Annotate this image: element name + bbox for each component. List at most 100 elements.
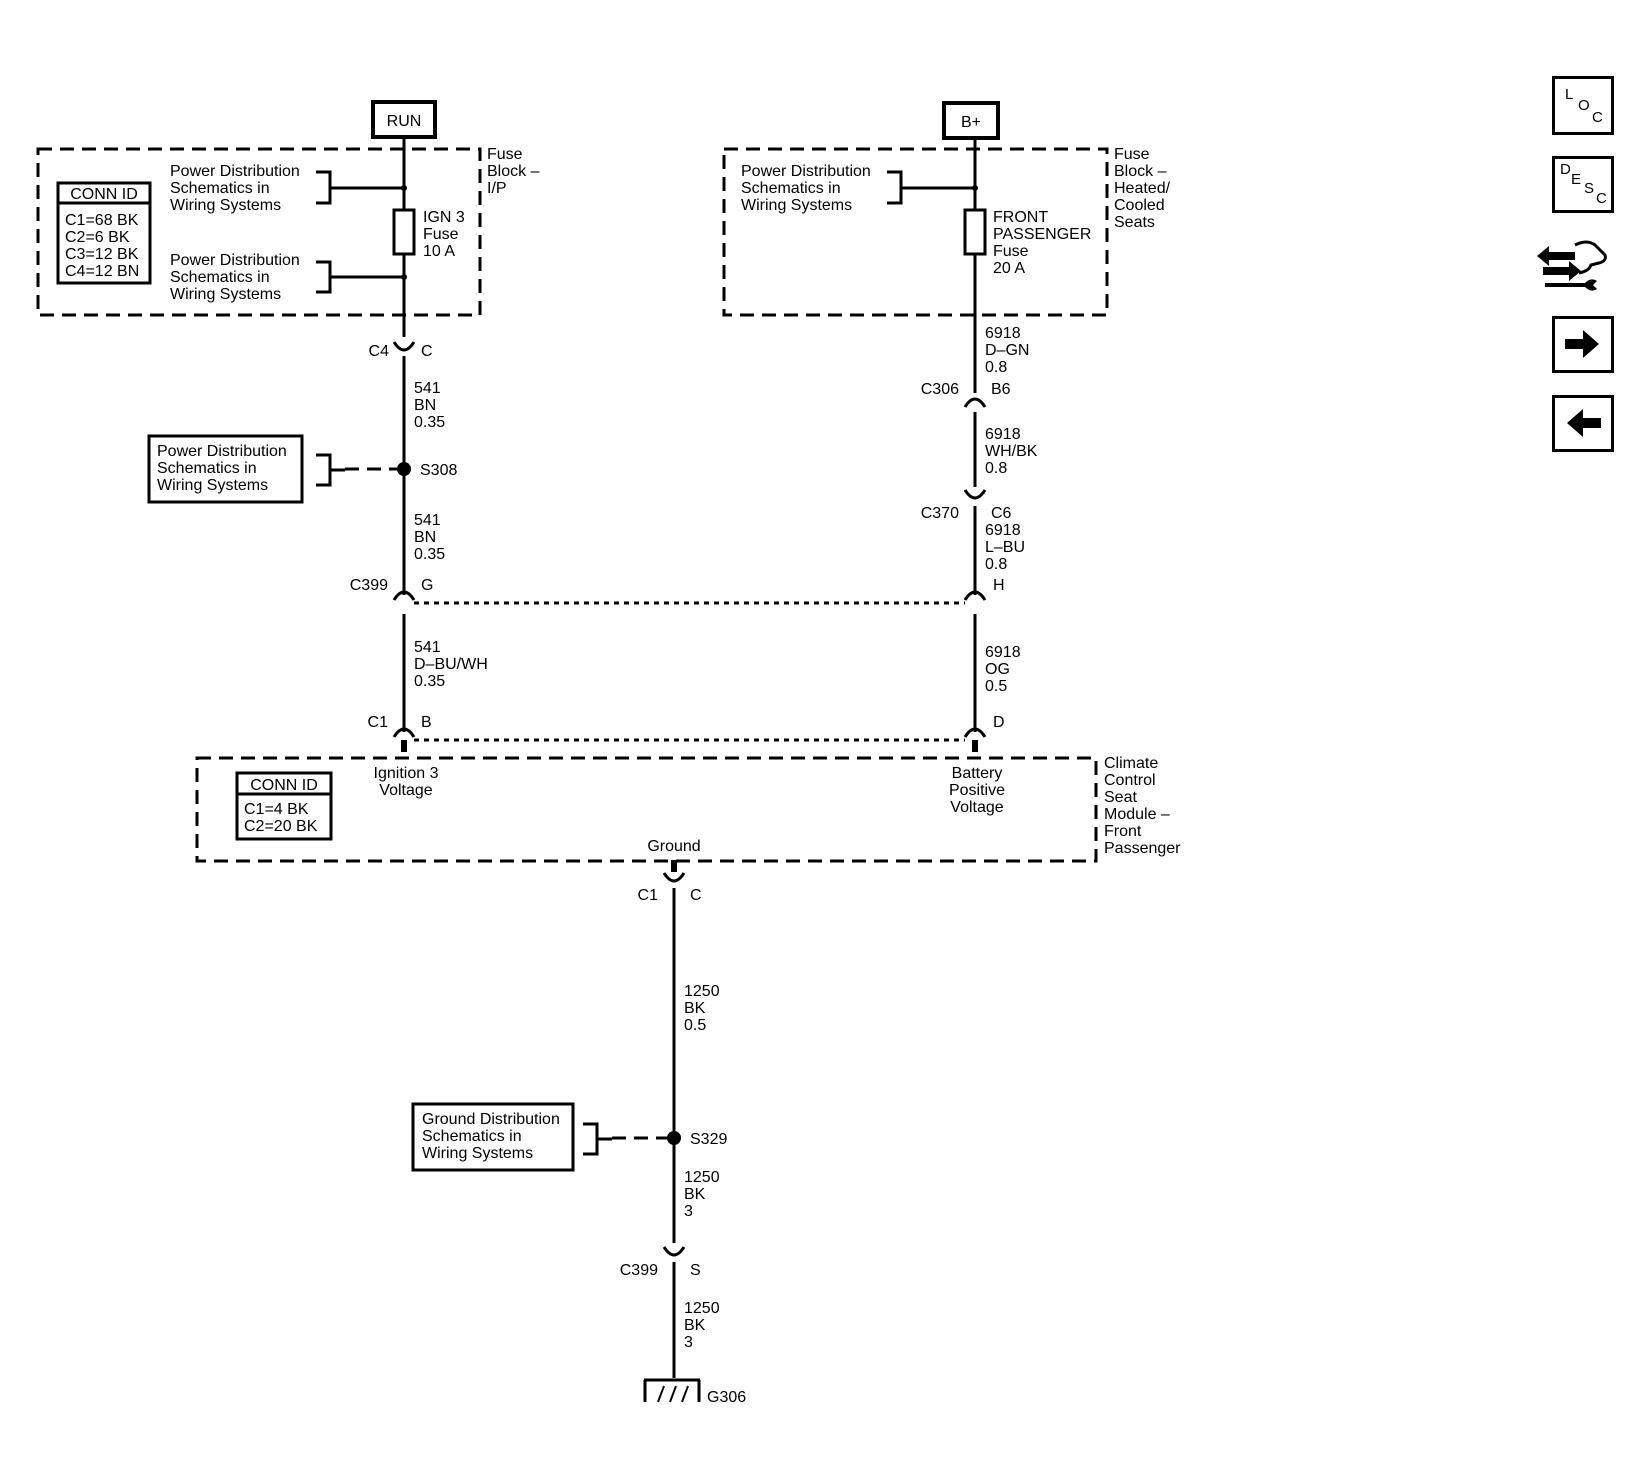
svg-text:BK: BK (684, 1186, 706, 1203)
wire-label-6918-lbu: 6918 L–BU 0.8 (985, 522, 1025, 573)
run-power-label: RUN (371, 100, 437, 139)
svg-text:Power Distribution: Power Distribution (157, 443, 287, 460)
svg-text:C3=12 BK: C3=12 BK (65, 246, 139, 263)
svg-text:Fuse: Fuse (993, 243, 1029, 260)
svg-text:IGN 3: IGN 3 (423, 209, 465, 226)
svg-text:541: 541 (414, 512, 441, 529)
svg-text:I/P: I/P (487, 180, 507, 197)
svg-text:6918: 6918 (985, 426, 1021, 443)
svg-text:B6: B6 (991, 381, 1011, 398)
svg-text:Wiring Systems: Wiring Systems (422, 1145, 533, 1162)
svg-text:Fuse: Fuse (1114, 146, 1150, 163)
desc-letter-e: E (1571, 171, 1582, 188)
svg-text:Wiring Systems: Wiring Systems (170, 197, 281, 214)
fuse-block-ip: Fuse Block – I/P (36, 146, 540, 317)
connector-c306: C306 B6 (921, 381, 1011, 408)
desc-letter-c: C (1596, 190, 1607, 207)
wire-label-541-dbu-wh: 541 D–BU/WH 0.35 (414, 639, 488, 690)
svg-text:3: 3 (684, 1334, 693, 1351)
svg-text:Block –: Block – (1114, 163, 1167, 180)
wire-label-6918-wh-bk: 6918 WH/BK 0.8 (985, 426, 1038, 477)
svg-text:Power Distribution: Power Distribution (741, 163, 871, 180)
power-dist-ref-ip-top: Power Distribution Schematics in Wiring … (170, 163, 407, 214)
wire-label-541-bn-a: 541 BN 0.35 (414, 380, 445, 431)
svg-text:C2=6 BK: C2=6 BK (65, 229, 130, 246)
svg-text:Ignition 3: Ignition 3 (374, 765, 439, 782)
svg-text:Control: Control (1104, 772, 1156, 789)
wrench-hand-glyph (1537, 240, 1607, 291)
svg-text:CONN ID: CONN ID (250, 777, 318, 794)
svg-text:C2=20 BK: C2=20 BK (244, 818, 318, 835)
svg-text:Heated/: Heated/ (1114, 180, 1171, 197)
svg-text:Schematics in: Schematics in (422, 1128, 522, 1145)
svg-text:0.8: 0.8 (985, 359, 1007, 376)
arrow-left-glyph (1567, 409, 1601, 437)
svg-text:Seats: Seats (1114, 214, 1155, 231)
svg-text:Wiring Systems: Wiring Systems (170, 286, 281, 303)
svg-text:0.35: 0.35 (414, 546, 445, 563)
svg-text:Ground: Ground (647, 838, 700, 855)
svg-text:PASSENGER: PASSENGER (993, 226, 1091, 243)
svg-text:10 A: 10 A (423, 243, 455, 260)
loc-icon[interactable]: L O C (1552, 76, 1614, 135)
svg-text:3: 3 (684, 1203, 693, 1220)
ground-circuit-1250 (671, 860, 677, 1378)
svg-text:WH/BK: WH/BK (985, 443, 1038, 460)
svg-text:1250: 1250 (684, 1169, 720, 1186)
svg-text:6918: 6918 (985, 522, 1021, 539)
svg-text:H: H (993, 577, 1005, 594)
svg-text:541: 541 (414, 380, 441, 397)
svg-text:1250: 1250 (684, 1300, 720, 1317)
splice-s308: S308 (316, 453, 457, 487)
wrench-hand-icon[interactable] (1535, 231, 1607, 295)
svg-text:C1: C1 (368, 714, 389, 731)
arrow-right-icon[interactable] (1552, 316, 1614, 373)
desc-letter-d: D (1560, 161, 1571, 178)
svg-text:C6: C6 (991, 505, 1012, 522)
desc-icon[interactable]: D E S C (1552, 156, 1614, 213)
svg-text:BK: BK (684, 1000, 706, 1017)
svg-text:Positive: Positive (949, 782, 1005, 799)
climate-control-seat-module: Climate Control Seat Module – Front Pass… (195, 755, 1181, 863)
svg-text:Voltage: Voltage (379, 782, 432, 799)
svg-text:C4=12 BN: C4=12 BN (65, 263, 139, 280)
svg-text:C399: C399 (620, 1262, 658, 1279)
arrow-right-glyph (1565, 330, 1599, 358)
conn-id-box-module: CONN ID C1=4 BK C2=20 BK (235, 771, 333, 841)
conn-id-box-ip: CONN ID C1=68 BK C2=6 BK C3=12 BK C4=12 … (56, 181, 152, 285)
connector-c1-d: D (963, 714, 1005, 752)
wire-label-6918-dgn: 6918 D–GN 0.8 (985, 325, 1029, 376)
svg-text:0.5: 0.5 (684, 1017, 706, 1034)
loc-letter-l: L (1565, 86, 1574, 103)
svg-text:Block –: Block – (487, 163, 540, 180)
svg-text:6918: 6918 (985, 644, 1021, 661)
svg-text:0.5: 0.5 (985, 678, 1007, 695)
svg-text:C370: C370 (921, 505, 959, 522)
fuse-block-heated-cooled-seats: Fuse Block – Heated/ Cooled Seats (722, 146, 1171, 317)
svg-text:541: 541 (414, 639, 441, 656)
ground-symbol-g306: G306 (643, 1378, 746, 1406)
power-dist-ref-s308: Power Distribution Schematics in Wiring … (147, 434, 304, 504)
svg-text:C1=4 BK: C1=4 BK (244, 801, 309, 818)
svg-text:C1=68 BK: C1=68 BK (65, 212, 139, 229)
svg-text:S: S (690, 1262, 701, 1279)
svg-text:Seat: Seat (1104, 789, 1137, 806)
svg-text:Wiring Systems: Wiring Systems (157, 477, 268, 494)
wire-label-541-bn-b: 541 BN 0.35 (414, 512, 445, 563)
svg-text:S308: S308 (420, 462, 457, 479)
connector-c399-s: C399 S (620, 1246, 701, 1279)
wire-label-1250-bk-b: 1250 BK 3 (684, 1169, 720, 1220)
svg-text:D–BU/WH: D–BU/WH (414, 656, 488, 673)
svg-text:Schematics in: Schematics in (157, 460, 257, 477)
svg-text:Module –: Module – (1104, 806, 1170, 823)
svg-text:Schematics in: Schematics in (170, 269, 270, 286)
svg-text:BN: BN (414, 397, 436, 414)
svg-text:B: B (421, 714, 432, 731)
svg-text:C: C (690, 887, 702, 904)
arrow-left-icon[interactable] (1552, 395, 1614, 452)
svg-text:Front: Front (1104, 823, 1142, 840)
svg-text:C1: C1 (638, 887, 659, 904)
svg-text:1250: 1250 (684, 983, 720, 1000)
svg-text:FRONT: FRONT (993, 209, 1048, 226)
